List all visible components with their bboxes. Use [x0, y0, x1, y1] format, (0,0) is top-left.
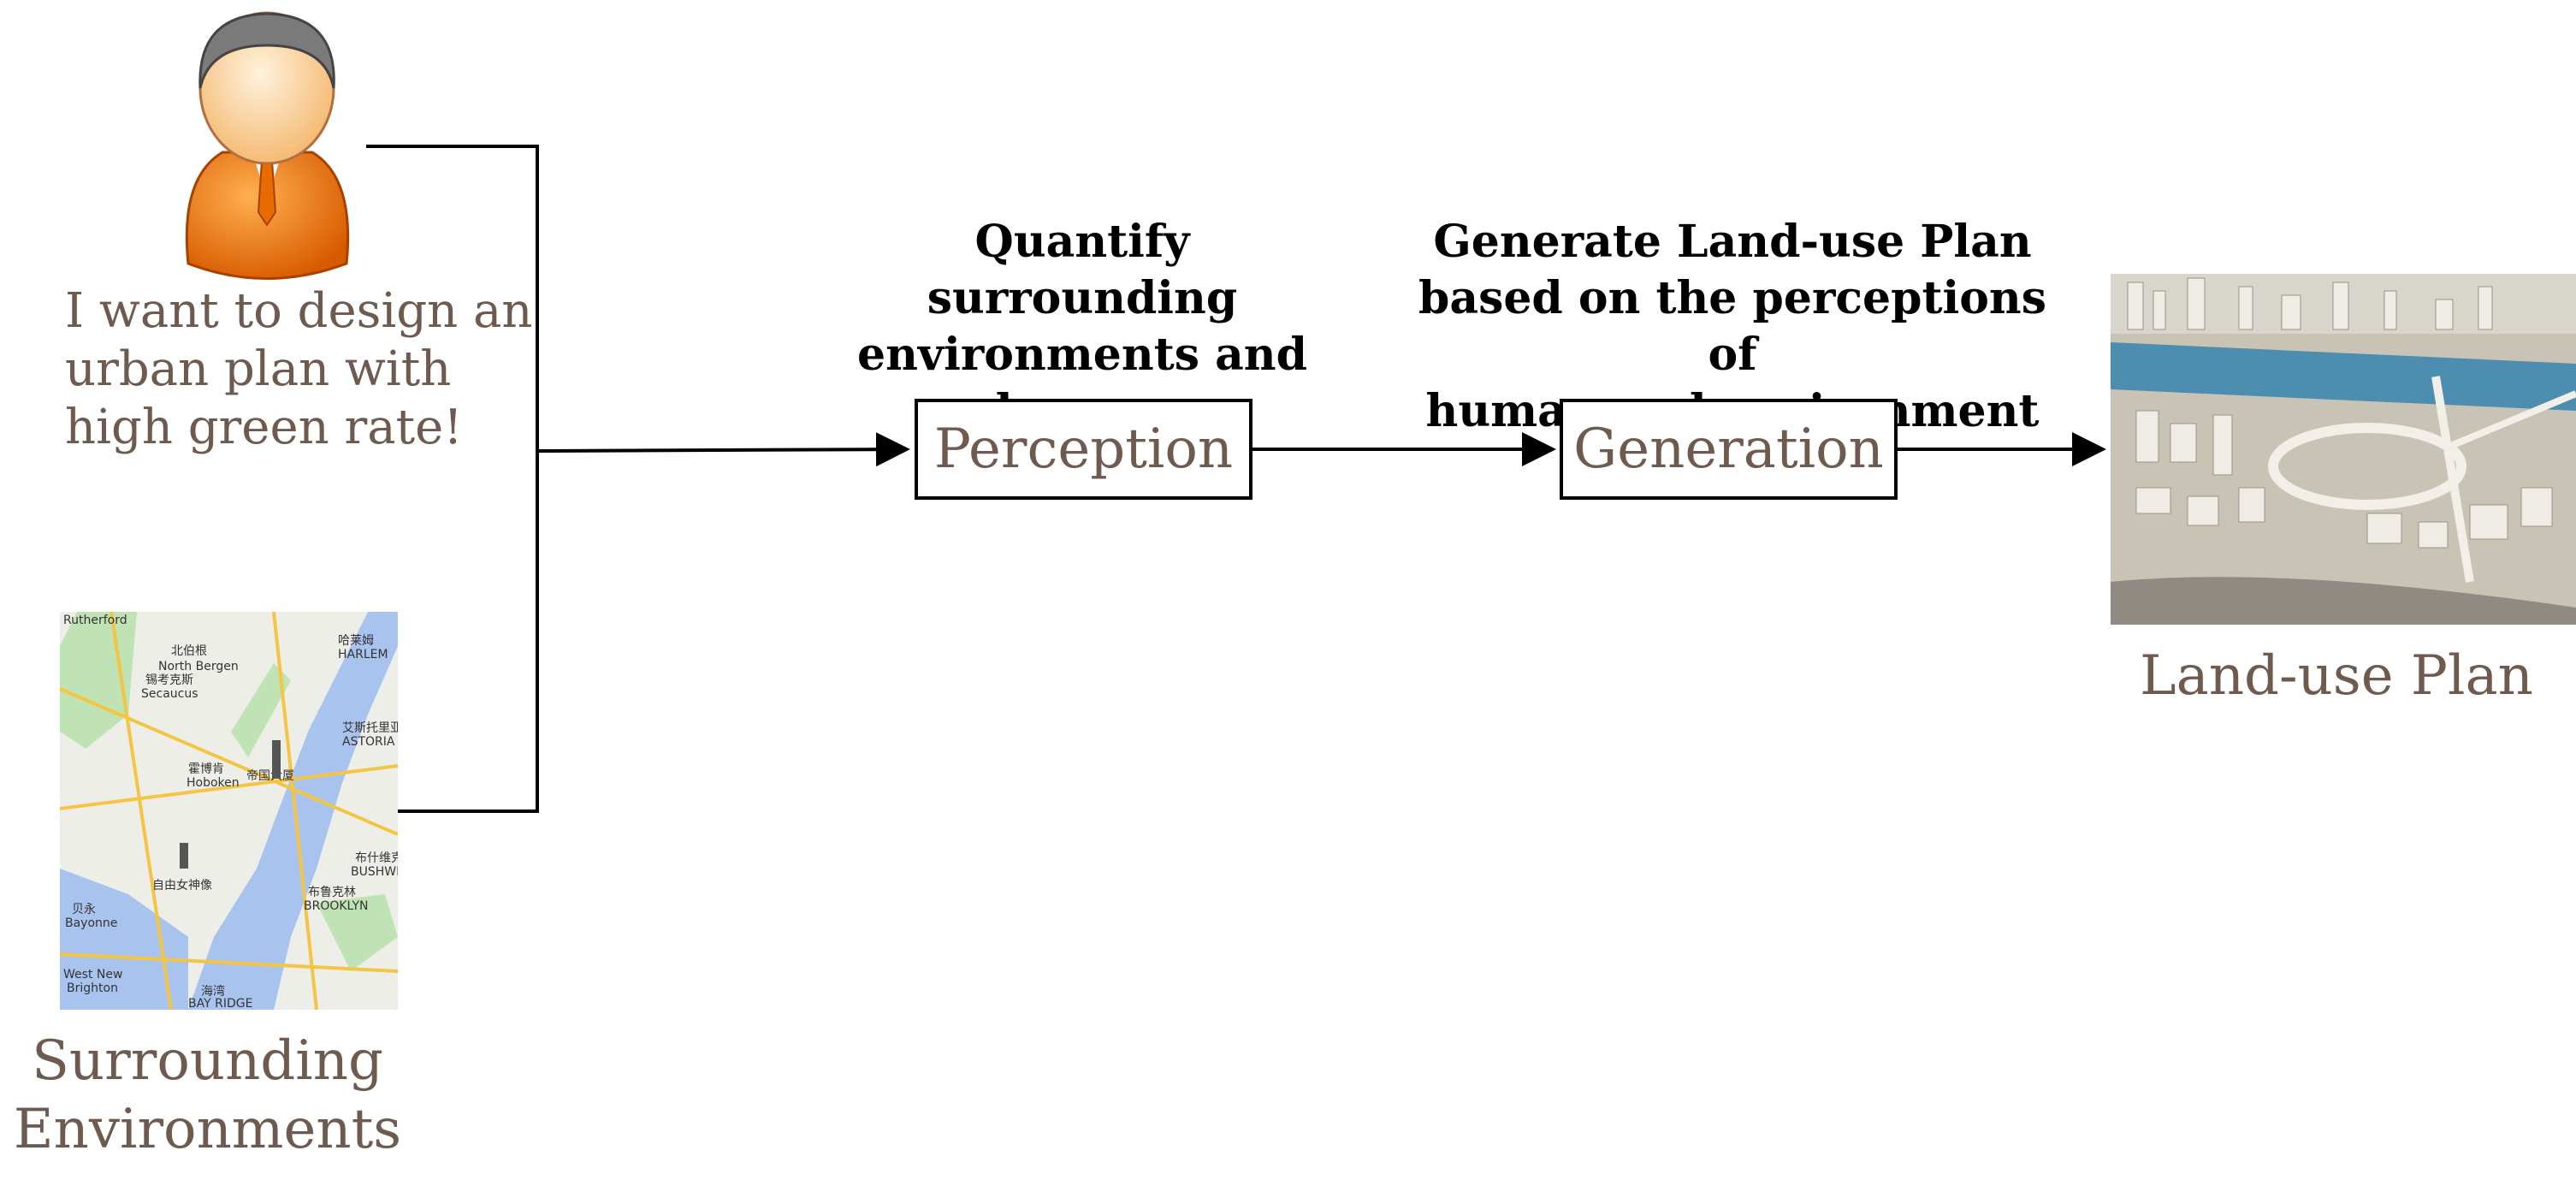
map-label: 哈莱姆: [338, 634, 374, 648]
environment-label: Surrounding Environments: [13, 1029, 402, 1161]
map-label: Brighton: [67, 981, 118, 995]
statue-of-liberty-marker: [180, 843, 188, 869]
map-label: West New: [63, 968, 122, 981]
map-label: HARLEM: [338, 648, 388, 661]
user-requirement-text: I want to design an urban plan with high…: [65, 283, 533, 455]
map-label: 海湾: [201, 984, 225, 999]
perception-box: Perception: [915, 399, 1252, 500]
map-label: 艾斯托里亚: [342, 721, 398, 735]
generation-box: Generation: [1560, 399, 1898, 500]
map-label: 帝国大厦: [246, 769, 294, 783]
surrounding-map: Rutherford 北伯根 North Bergen 锡考克斯 Secaucu…: [60, 612, 398, 1010]
map-label: 贝永: [72, 903, 96, 916]
map-label: BAY RIDGE: [188, 997, 252, 1010]
land-use-plan-label: Land-use Plan: [2140, 644, 2533, 708]
map-label: 自由女神像: [152, 878, 212, 893]
map-label: 霍博肯: [188, 762, 224, 776]
map-label: North Bergen: [158, 660, 239, 673]
map-label: 锡考克斯: [145, 673, 193, 687]
map-label: BUSHWICK: [351, 865, 398, 879]
arrow-to-perception: [536, 432, 910, 467]
map-label: 布什维克: [355, 851, 398, 865]
map-label: Rutherford: [63, 614, 127, 627]
land-use-plan-image: [2111, 274, 2576, 625]
map-label: 布鲁克林: [308, 886, 356, 899]
map-label: Hoboken: [187, 776, 240, 790]
map-label: Secaucus: [141, 687, 198, 701]
user-connector-line: [366, 145, 539, 813]
map-label: 北伯根: [171, 644, 207, 658]
map-label: ASTORIA: [342, 735, 395, 749]
person-icon: [185, 11, 350, 280]
map-label: BROOKLYN: [304, 899, 369, 913]
empire-state-marker: [272, 740, 281, 779]
map-label: Bayonne: [65, 916, 117, 930]
